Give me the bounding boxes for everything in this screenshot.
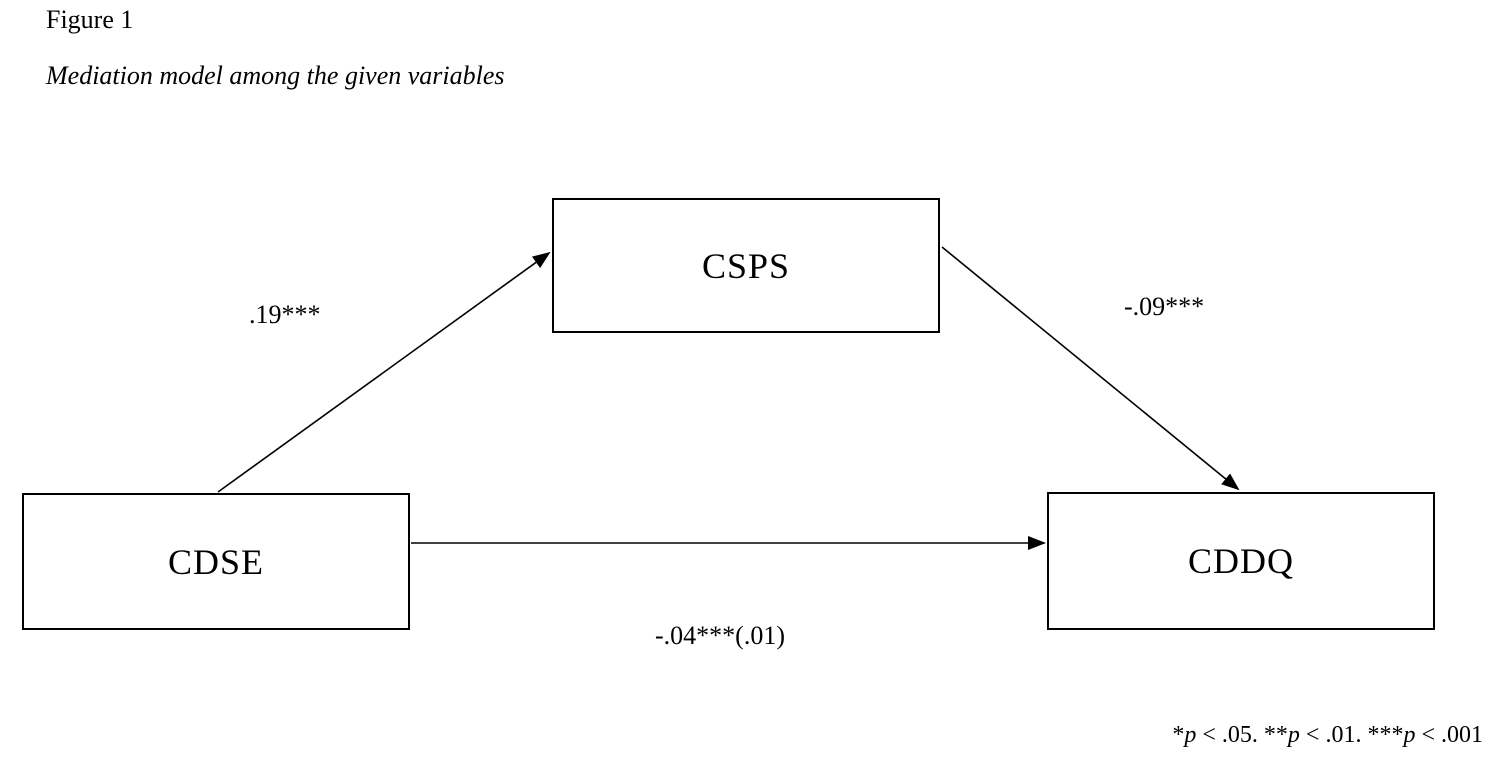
variable-label-cddq: CDDQ — [1187, 541, 1294, 581]
footnote-segment: < .05. ** — [1196, 722, 1288, 748]
figure-caption: Mediation model among the given variable… — [46, 61, 505, 90]
footnote-segment: < .001 — [1415, 722, 1483, 748]
path-coefficient-csps-cddq: -.09*** — [1124, 292, 1205, 321]
footnote-p-symbol: p — [1287, 722, 1300, 748]
variable-box-csps: CSPS — [552, 198, 940, 333]
footnote-p-symbol: p — [1403, 722, 1416, 748]
path-coefficient-cdse-cddq: -.04***(.01) — [655, 621, 785, 650]
arrow-csps-to-cddq — [941, 246, 1240, 491]
variable-label-csps: CSPS — [701, 245, 791, 286]
variable-label-cdse: CDSE — [167, 541, 265, 582]
footnote-segment: * — [1172, 722, 1185, 748]
footnote-p-symbol: p — [1184, 722, 1197, 748]
footnote-segment: < .01. *** — [1299, 722, 1404, 748]
significance-footnote: *p < .05. **p < .01. ***p < .001 — [1172, 722, 1483, 749]
path-coefficient-cdse-csps: .19*** — [249, 300, 321, 329]
variable-box-cddq: CDDQ — [1047, 492, 1435, 630]
arrow-cdse-to-csps — [217, 251, 551, 493]
variable-box-cdse: CDSE — [22, 493, 410, 630]
figure-number: Figure 1 — [46, 5, 134, 34]
